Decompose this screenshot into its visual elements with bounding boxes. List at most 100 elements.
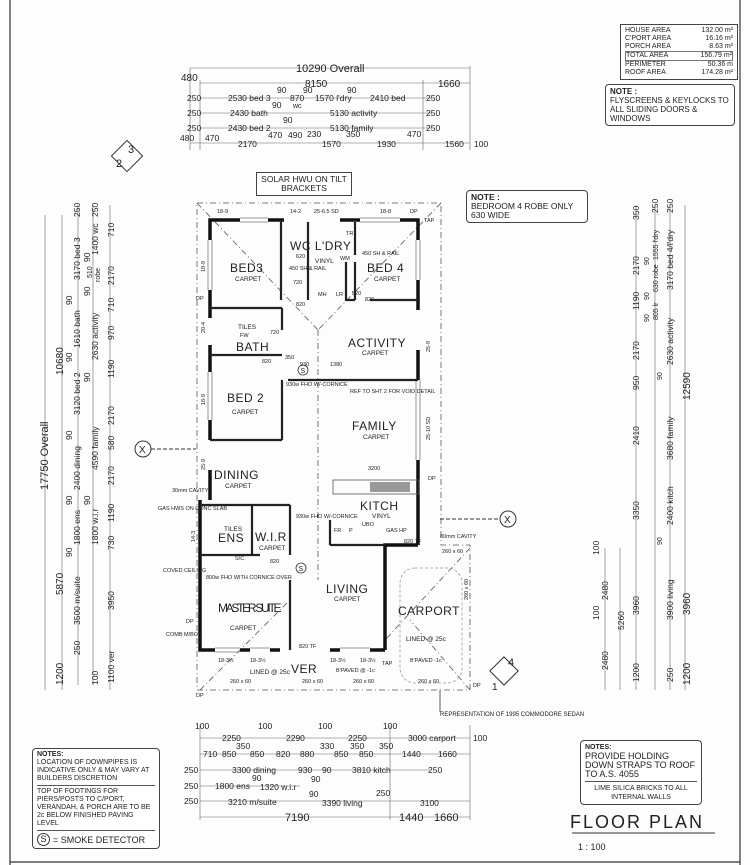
dimension-label: 3300 dining: [232, 765, 276, 775]
dimension-label: 520: [352, 291, 361, 297]
dimension-label: 100: [383, 721, 397, 731]
dimension-label: 1190: [106, 503, 116, 522]
dimension-label: 490: [288, 130, 302, 140]
dimension-label: 350: [346, 129, 360, 139]
dimension-label: 100: [90, 671, 100, 685]
dimension-label: 90: [252, 773, 262, 783]
dimension-label: 2400 kitch: [665, 486, 675, 525]
smoke-detector-icon: S: [297, 364, 309, 376]
dimension-label: 90: [277, 85, 287, 95]
dimension-label: 2480: [600, 651, 610, 670]
dimension-label: 18-8: [380, 209, 391, 215]
dimension-label: 1100 ver: [106, 650, 116, 683]
dimension-label: P: [349, 528, 353, 534]
dimension-label: 820: [276, 749, 290, 759]
dimension-label: LINED @ 25c: [250, 669, 291, 676]
dimension-label: 805 lr: [653, 302, 660, 320]
dimension-label: wc: [292, 103, 302, 110]
dimension-label: 90: [82, 252, 92, 262]
room-family: FAMILY: [352, 419, 397, 433]
dimension-label: 1200: [55, 662, 66, 685]
dimension-label: 250: [665, 668, 675, 682]
dimension-label: 90: [283, 115, 293, 125]
kitchen-island: [332, 479, 420, 495]
dimension-label: 720: [293, 280, 302, 286]
room-kitchen: KITCH: [360, 499, 399, 513]
dimension-label: 250: [376, 788, 390, 798]
section-marker-1-4: 1 4: [489, 656, 519, 693]
dimension-label: 250: [184, 796, 198, 806]
dimension-label: B'PAVED @ -1c: [336, 668, 375, 674]
dimension-label: 2410 bed: [370, 93, 406, 103]
dimension-label: 1560: [445, 139, 464, 149]
section-marker-2-3: 2 3: [110, 139, 144, 173]
dimension-label: UBO: [362, 522, 375, 528]
right-dimension-lines: [604, 205, 686, 690]
dimension-label: CARPET: [235, 276, 261, 283]
dimension-label: REF TO SHT 2 FOR VOID DETAIL: [350, 389, 435, 395]
dimension-label: 18-9: [201, 261, 207, 272]
dimension-label: DP: [410, 209, 418, 215]
right-dimensions: 2480 100 2480 100 5260 350 2170 1190 217…: [591, 199, 693, 685]
dimension-label: CARPET: [259, 545, 285, 552]
dimension-label: 250: [187, 123, 201, 133]
dimension-label: 5870: [55, 572, 66, 595]
room-bed3: BED3: [230, 261, 263, 275]
room-living: LIVING: [326, 582, 368, 596]
roof-outline: [196, 202, 471, 691]
dimension-label: 90: [64, 352, 74, 362]
windows: [207, 217, 421, 653]
dimension-label: DP: [428, 476, 436, 482]
dimension-label: 1380: [330, 362, 342, 368]
dimension-label: 820 TF: [404, 539, 422, 545]
dimension-label: 3390 living: [322, 798, 363, 808]
dimension-label: 90: [322, 765, 332, 775]
dimension-label: 480: [181, 73, 198, 84]
dimension-label: 1660: [434, 812, 458, 824]
dimension-label: 90: [82, 286, 92, 296]
dimension-label: 90: [64, 495, 74, 505]
dimension-label: LINED @ 25c: [406, 636, 447, 643]
dimension-label: DP: [196, 296, 204, 302]
room-bed2: BED 2: [227, 391, 264, 405]
dimension-label: 1190: [631, 291, 641, 310]
dimension-label: 2290: [286, 733, 305, 743]
dimension-label: DP: [186, 619, 194, 625]
dimension-label: DP: [196, 693, 204, 699]
room-bath: BATH: [236, 340, 269, 354]
dimension-label: 3500 m/suite: [72, 576, 82, 625]
dimension-label: 350: [379, 741, 393, 751]
dimension-label: COMB M/BOX: [166, 632, 202, 638]
car-note: REPRESENTATION OF 1995 COMMODORE SEDAN: [440, 712, 584, 718]
dimension-label: 1800 ens: [215, 781, 250, 791]
dimension-label: 2480: [600, 581, 610, 600]
dimension-label: 260 x 60: [464, 579, 470, 600]
dimension-label: 90: [64, 547, 74, 557]
dimension-label: 18-3½: [218, 657, 234, 664]
dimension-label: 350: [631, 206, 641, 220]
dimension-label: 10680: [55, 347, 66, 375]
car-outline: [399, 567, 463, 684]
dimension-label: 2170: [631, 341, 641, 360]
cooktop: [370, 482, 410, 492]
dimension-label: 4590 family: [90, 426, 100, 470]
dimension-label: 1320 w.i.r: [260, 782, 297, 792]
dimension-label: 18-3½: [360, 657, 376, 664]
dimension-label: MH: [318, 292, 327, 298]
dimension-label: WM: [340, 256, 350, 262]
dimension-label: 100: [318, 721, 332, 731]
dimension-label: 90: [644, 314, 651, 322]
dimension-label: 1200: [631, 663, 641, 682]
dimension-label: 820 TF: [299, 644, 317, 650]
dimension-label: CARPET: [225, 483, 251, 490]
dimension-label: 25-10 SD: [426, 417, 432, 440]
dimension-label: 710: [203, 749, 217, 759]
dimension-label: 2530 bed 3: [228, 93, 271, 103]
notes-bottom-right: NOTES: PROVIDE HOLDING DOWN STRAPS TO RO…: [580, 740, 702, 805]
dimension-label: 250: [426, 93, 440, 103]
dimension-label: 2400 dining: [72, 446, 82, 490]
dimension-label: 710: [106, 298, 116, 312]
smoke-detector-icon: S: [37, 833, 50, 846]
room-master-suite: MASTER SUITE: [218, 601, 282, 615]
